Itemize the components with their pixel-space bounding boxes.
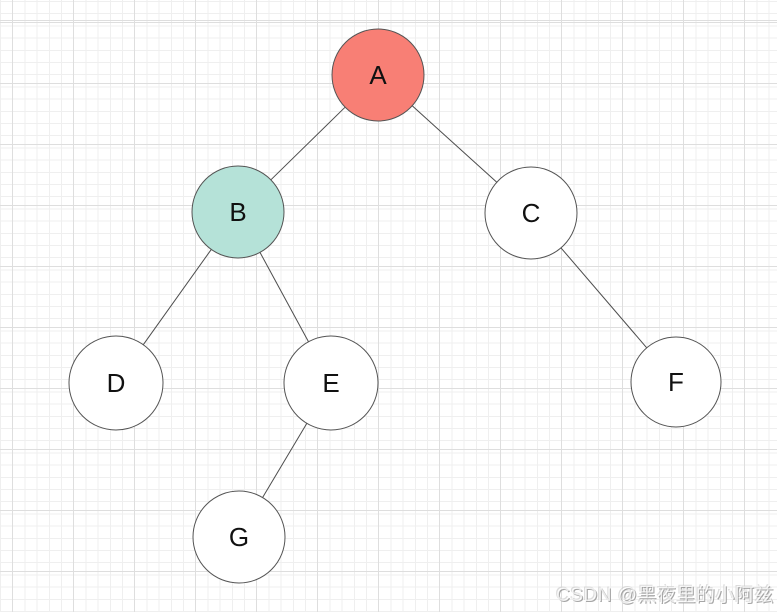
node-circle[interactable]	[331, 28, 425, 122]
node-label: G	[229, 522, 249, 552]
edge-C-F	[560, 247, 648, 349]
node-circle[interactable]	[192, 490, 286, 584]
node-circle[interactable]	[283, 335, 379, 431]
node-label: F	[668, 367, 684, 397]
node-circle[interactable]	[191, 165, 285, 259]
tree-node-C[interactable]: C	[484, 166, 578, 260]
node-circle[interactable]	[630, 336, 722, 428]
tree-node-F[interactable]: F	[630, 336, 722, 428]
tree-node-B[interactable]: B	[191, 165, 285, 259]
node-label: C	[522, 198, 541, 228]
node-label: B	[229, 197, 246, 227]
node-circle[interactable]	[484, 166, 578, 260]
node-circle[interactable]	[68, 335, 164, 431]
tree-node-E[interactable]: E	[283, 335, 379, 431]
node-label: A	[369, 60, 387, 90]
tree-node-G[interactable]: G	[192, 490, 286, 584]
edge-B-D	[142, 249, 212, 345]
edge-E-G	[262, 423, 308, 498]
node-label: D	[107, 368, 126, 398]
edge-B-E	[259, 252, 309, 342]
edge-A-C	[411, 105, 498, 183]
tree-node-D[interactable]: D	[68, 335, 164, 431]
edge-A-B	[270, 106, 346, 181]
tree-node-A[interactable]: A	[331, 28, 425, 122]
node-label: E	[322, 368, 339, 398]
